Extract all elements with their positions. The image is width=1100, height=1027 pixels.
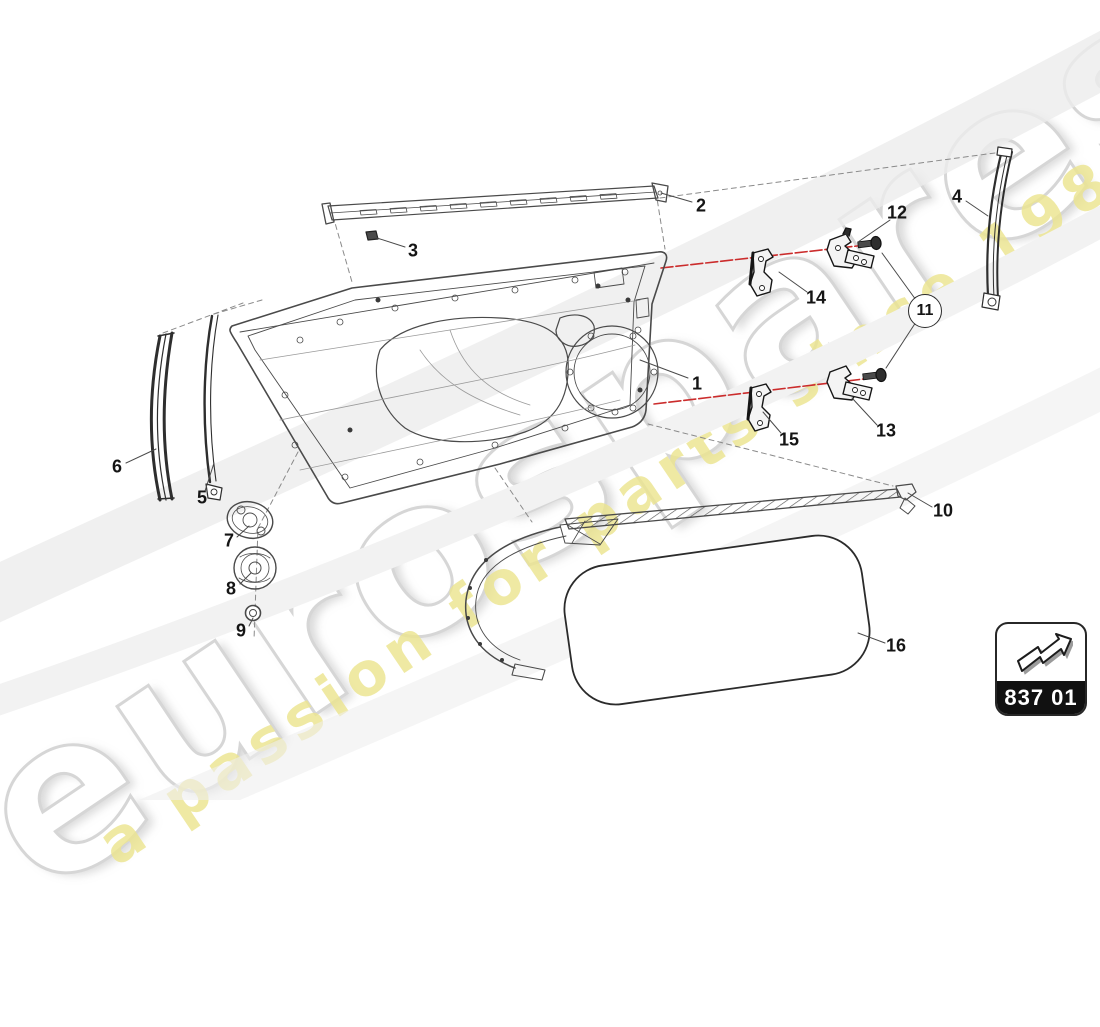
- gasket-7: [226, 500, 274, 540]
- part-callout-10: 10: [932, 500, 954, 521]
- hinge-bolt-lower: [862, 367, 887, 383]
- dashed-construction-lines: [162, 151, 1003, 641]
- part-callout-4: 4: [951, 186, 963, 207]
- door-top-rail: [321, 182, 669, 225]
- parts-diagram-page: eurospares a passion for parts since 198…: [0, 0, 1100, 942]
- part-callout-1: 1: [691, 373, 703, 394]
- 3d-arrow-up-right-icon: [997, 624, 1085, 679]
- part-callout-5: 5: [196, 487, 208, 508]
- window-channel-4: [981, 146, 1013, 311]
- part-callout-16: 16: [885, 635, 907, 656]
- trim-frame-10: [464, 483, 917, 681]
- section-code-badge: 837 01: [995, 622, 1087, 716]
- check-strap-upper-14: [748, 248, 774, 297]
- part-callout-12: 12: [886, 202, 908, 223]
- window-guide-5: [203, 314, 223, 501]
- part-callout-15: 15: [778, 429, 800, 450]
- window-guide-6: [149, 331, 175, 502]
- door-inner-panel: [229, 251, 668, 505]
- hinge-upper-12: [826, 227, 875, 269]
- part-callout-14: 14: [805, 287, 827, 308]
- leader-lines: [125, 192, 989, 644]
- door-card-panel-16: [563, 534, 871, 706]
- rail-bolt-3: [365, 230, 379, 241]
- grommet-8: [233, 546, 277, 590]
- hinge-bolt-upper: [857, 235, 882, 251]
- door-exploded-drawing: [0, 30, 1100, 716]
- part-callout-3: 3: [407, 240, 419, 261]
- part-callout-2: 2: [695, 195, 707, 216]
- part-callout-6: 6: [111, 456, 123, 477]
- hinge-lower-13: [826, 365, 873, 401]
- part-callout-7: 7: [223, 530, 235, 551]
- part-callout-13: 13: [875, 420, 897, 441]
- section-code: 837 01: [997, 681, 1085, 714]
- part-callout-9: 9: [235, 620, 247, 641]
- check-strap-lower-15: [746, 383, 772, 432]
- nut-9: [244, 604, 262, 622]
- part-callout-8: 8: [225, 578, 237, 599]
- part-callout-11: 11: [908, 294, 942, 328]
